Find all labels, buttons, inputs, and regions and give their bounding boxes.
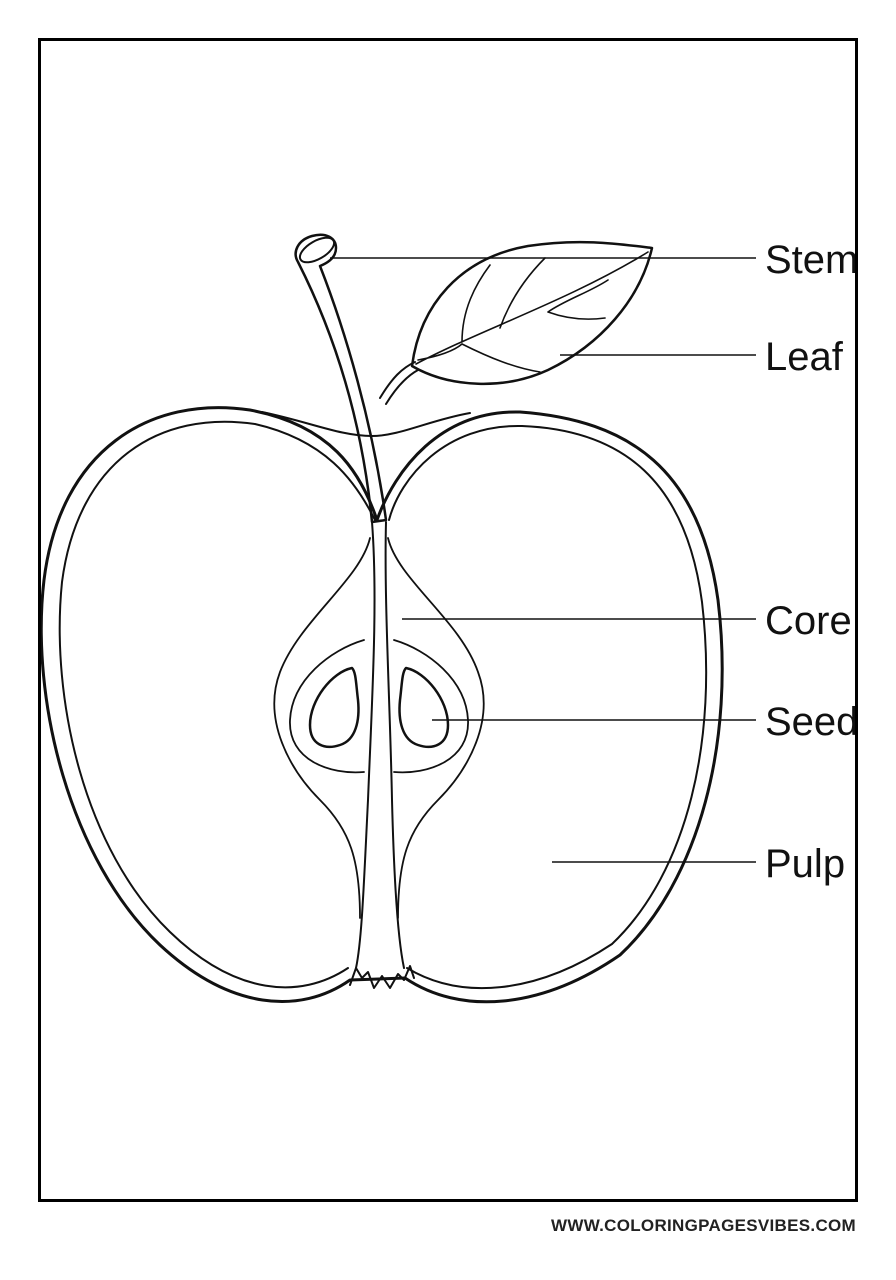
pulp-label: Pulp [765, 842, 845, 886]
seed-label: Seed [765, 700, 855, 744]
leaf-veins [415, 251, 649, 373]
leaf-blade [410, 240, 654, 386]
stem-shape [294, 233, 388, 524]
calyx [349, 965, 415, 989]
core-label: Core [765, 599, 852, 643]
carpel-right [393, 639, 469, 774]
seed-left [308, 666, 360, 749]
core-chamber-right [387, 537, 485, 919]
core-column-left [355, 521, 376, 969]
core-chamber-left [273, 537, 371, 919]
apple-skin-outer [41, 406, 724, 1004]
apple-skin-inner [58, 420, 708, 990]
leaf-label: Leaf [765, 335, 844, 379]
core-column-right [384, 521, 405, 969]
seed-right [398, 666, 450, 749]
carpel-left [289, 639, 365, 774]
apple-cross-section-diagram: Stem Leaf Core Seed Pulp [41, 233, 855, 1004]
leaf-petiole [379, 361, 419, 405]
stem-label: Stem [765, 238, 855, 282]
stem-tip [298, 236, 336, 264]
diagram-frame: Stem Leaf Core Seed Pulp [38, 38, 858, 1202]
website-footer: WWW.COLORINGPAGESVIBES.COM [551, 1216, 856, 1235]
